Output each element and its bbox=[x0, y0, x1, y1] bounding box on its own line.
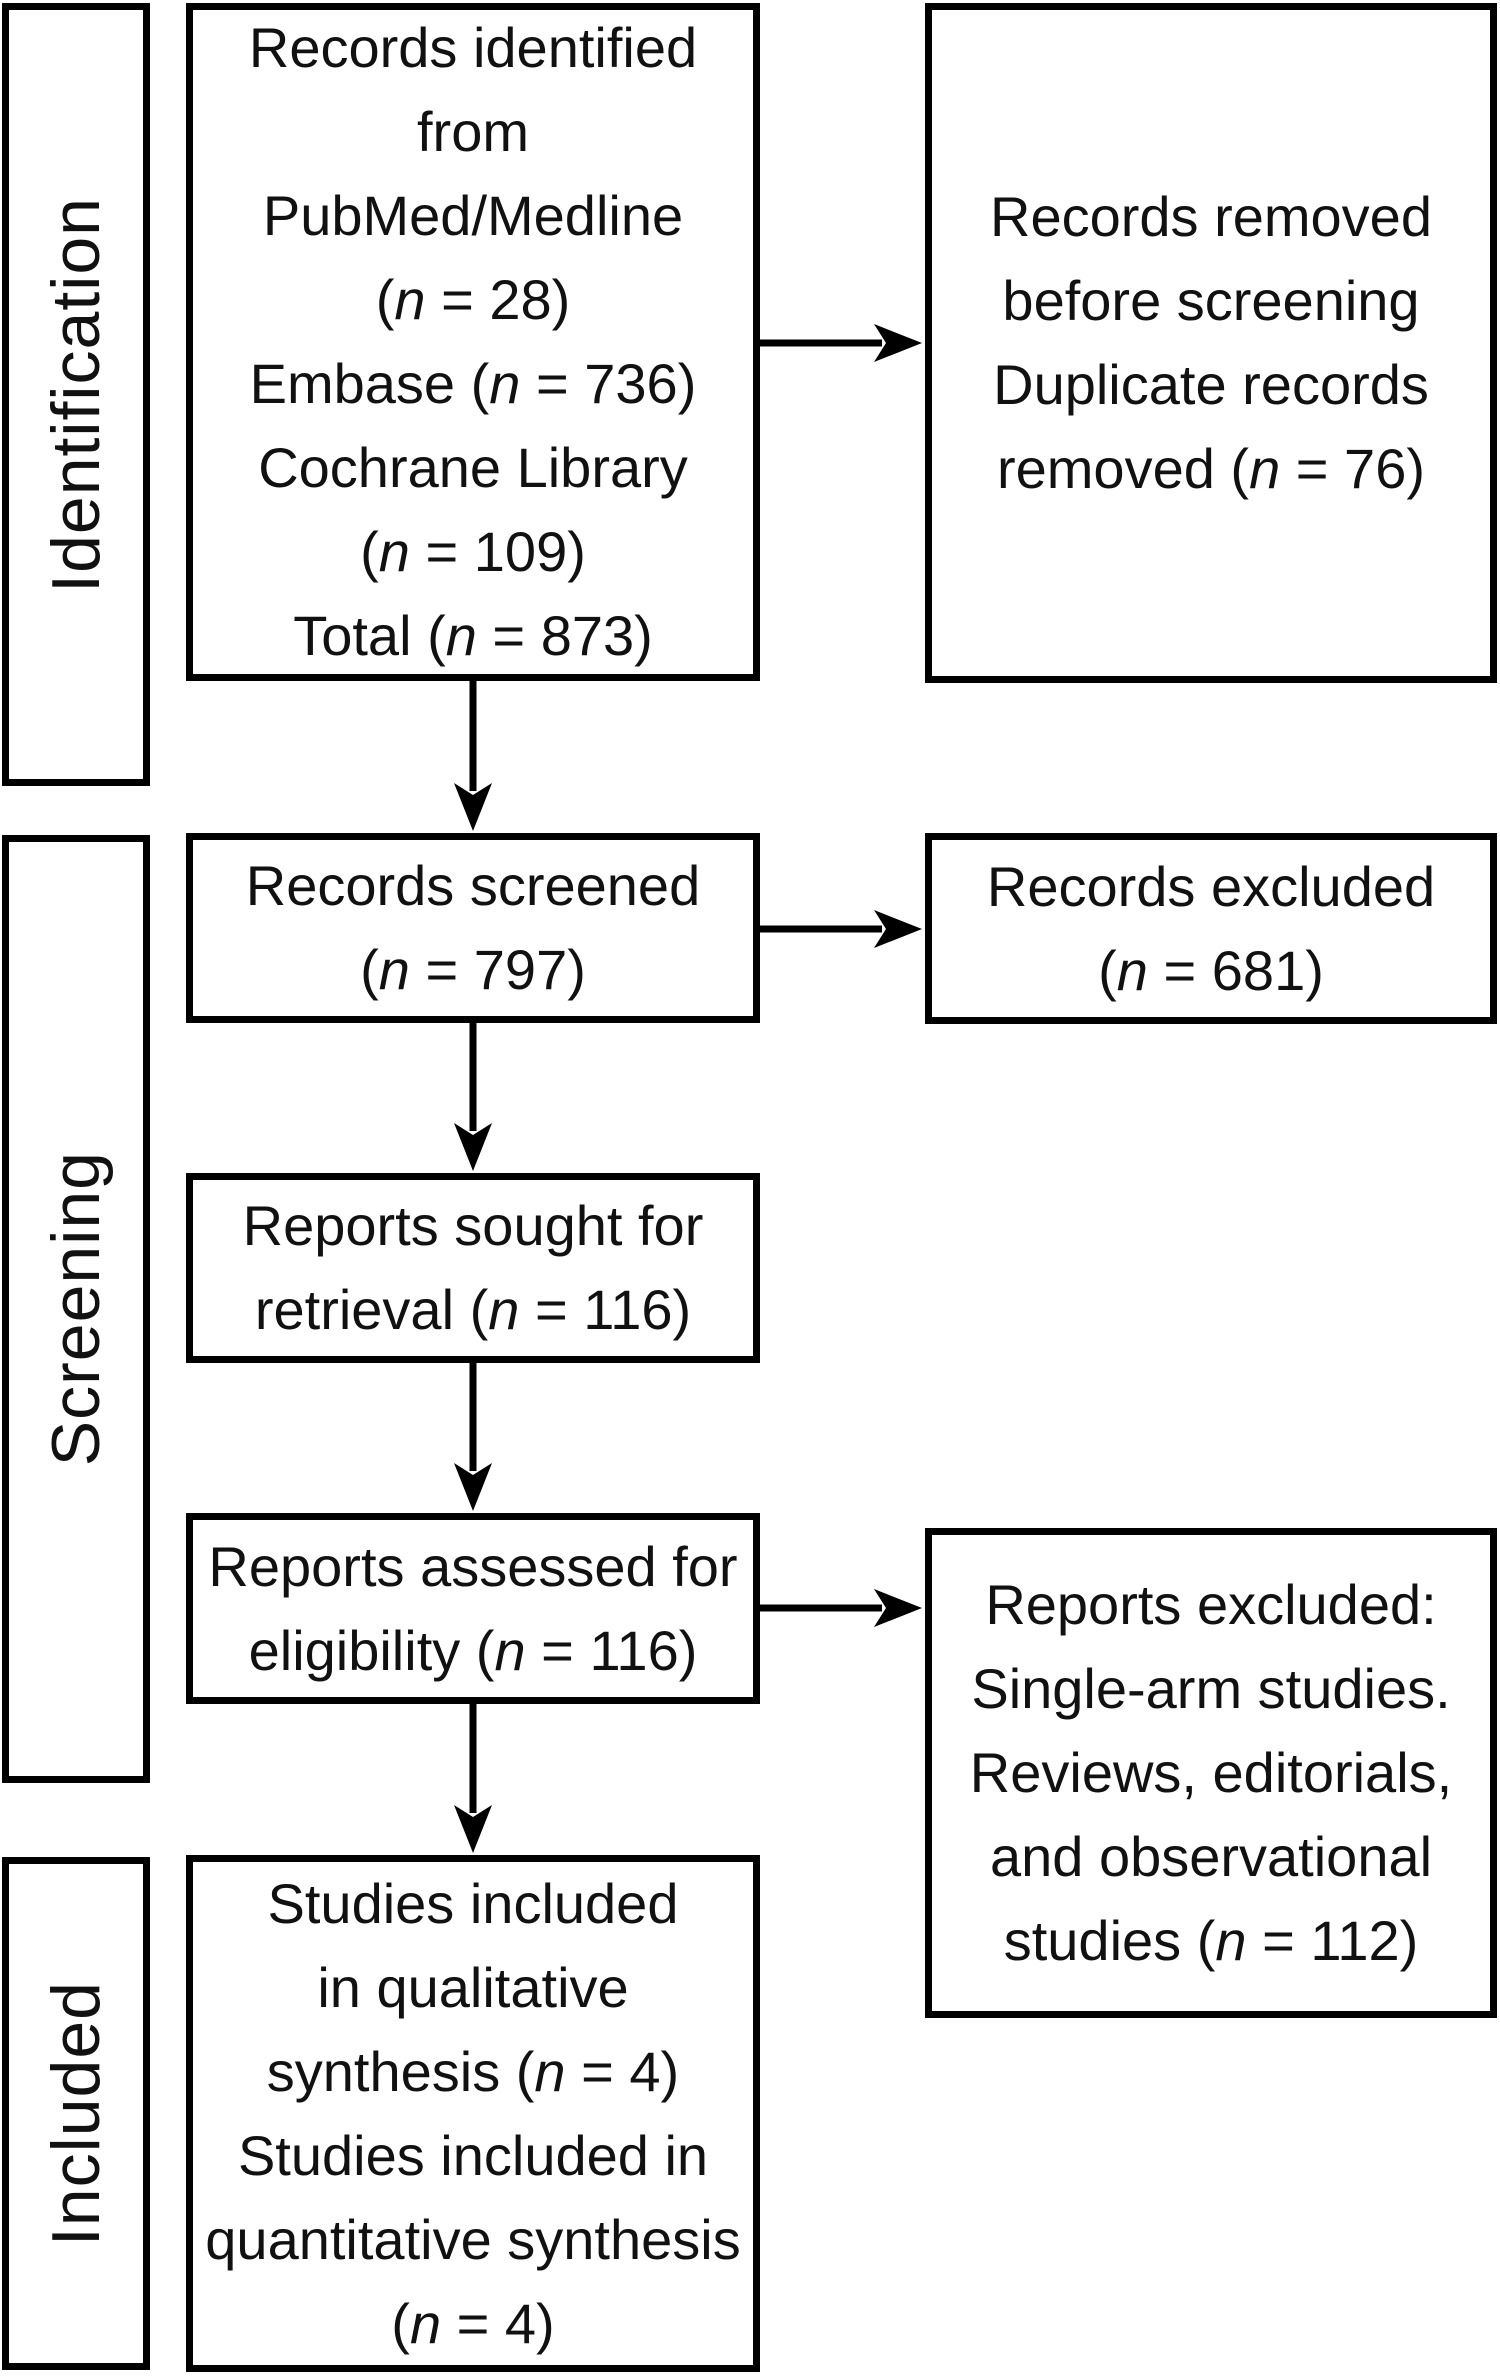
arrow-screened-to-sought-icon bbox=[454, 1023, 492, 1171]
arrow-assessed-to-excluded-icon bbox=[760, 1589, 922, 1627]
box-records-excluded: Records excluded(n = 681) bbox=[925, 833, 1497, 1024]
arrow-identified-to-screened-icon bbox=[454, 681, 492, 831]
stage-identification-label: Identification bbox=[38, 196, 114, 593]
stage-identification: Identification bbox=[2, 3, 150, 786]
arrow-identified-to-removed-icon bbox=[760, 324, 922, 362]
box-reports-excluded: Reports excluded:Single-arm studies.Revi… bbox=[925, 1528, 1497, 2018]
arrow-assessed-to-included-icon bbox=[454, 1704, 492, 1853]
arrow-sought-to-assessed-icon bbox=[454, 1363, 492, 1511]
box-records-screened: Records screened(n = 797) bbox=[186, 833, 760, 1023]
stage-included: Included bbox=[2, 1857, 150, 2370]
arrow-screened-to-excluded-icon bbox=[760, 910, 922, 948]
stage-screening: Screening bbox=[2, 835, 150, 1783]
stage-screening-label: Screening bbox=[38, 1151, 114, 1467]
stage-included-label: Included bbox=[38, 1980, 114, 2247]
